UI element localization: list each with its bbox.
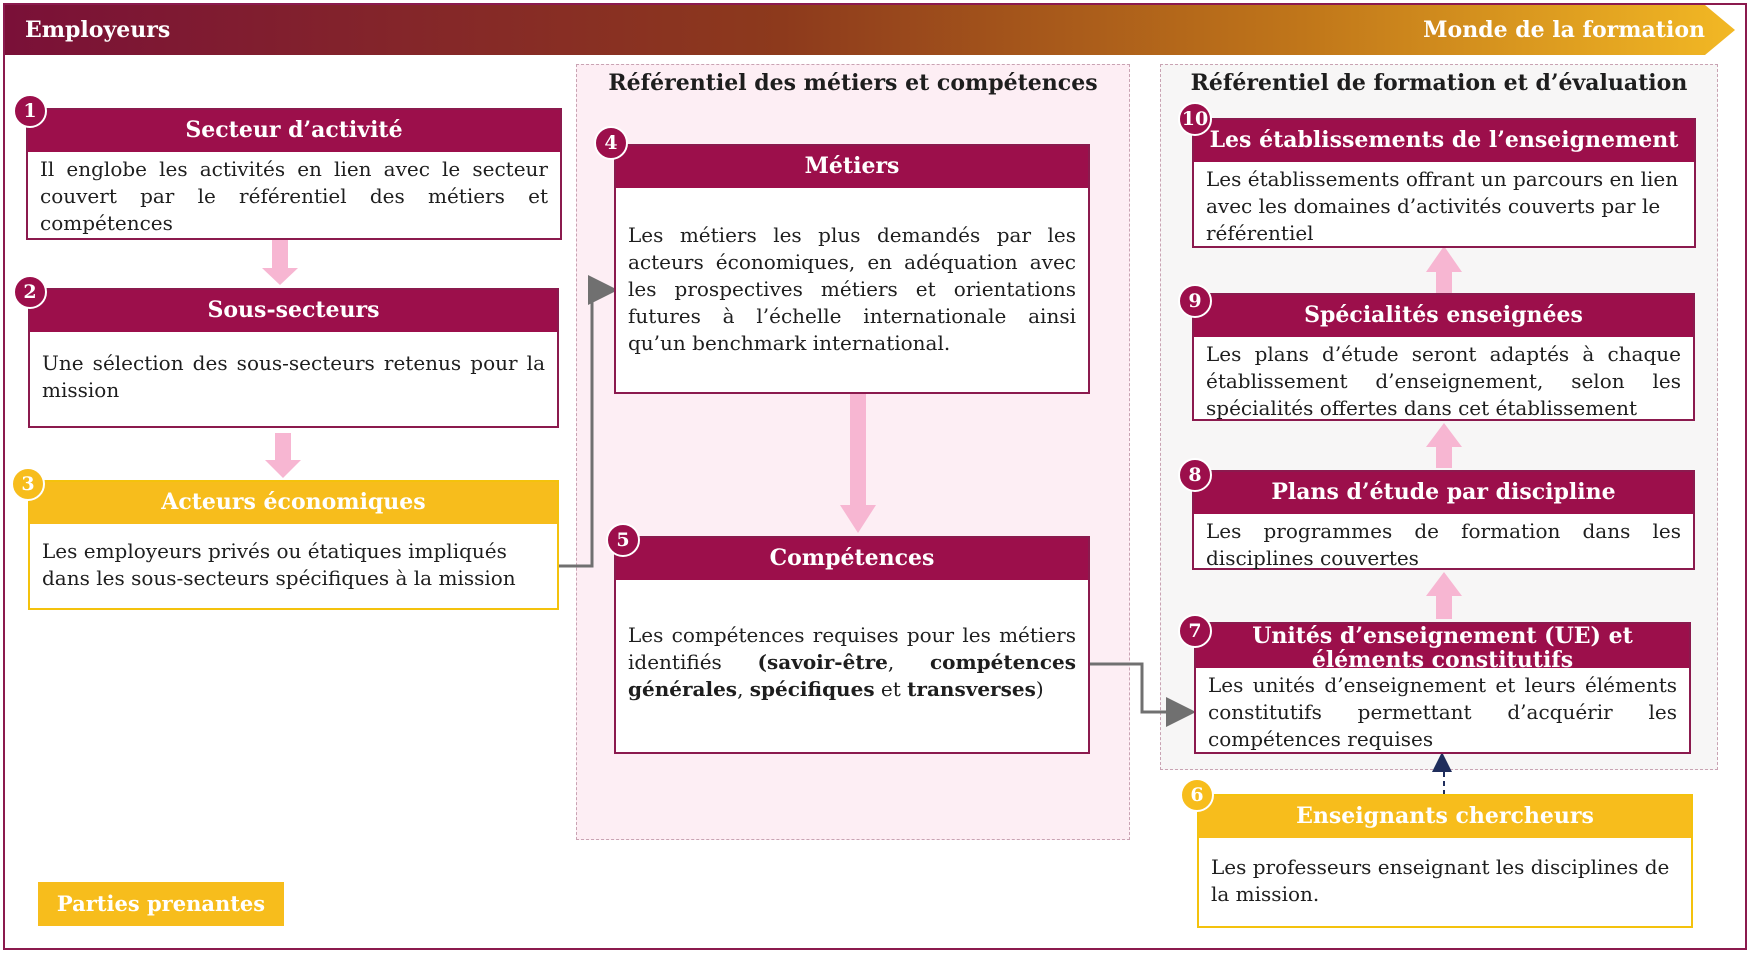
card-plans: Plans d’étude par discipline Les program… bbox=[1192, 470, 1695, 570]
card-enseignants-text: Les professeurs enseignant les disciplin… bbox=[1211, 855, 1670, 906]
card-metiers-title: Métiers bbox=[616, 146, 1088, 188]
connector-3-to-4 bbox=[558, 275, 618, 568]
card-specialites-title: Spécialités enseignées bbox=[1194, 295, 1693, 337]
badge-8: 8 bbox=[1178, 458, 1212, 492]
card-etablissements: Les établissements de l’enseignement Les… bbox=[1192, 118, 1696, 248]
card-enseignants: Enseignants chercheurs Les professeurs e… bbox=[1197, 794, 1693, 928]
badge-5: 5 bbox=[606, 523, 640, 557]
card-unites-text: Les unités d’enseignement et leurs éléme… bbox=[1208, 673, 1677, 751]
zone-metiers-title: Référentiel des métiers et compétences bbox=[608, 70, 1098, 96]
zone-formation-title: Référentiel de formation et d’évaluation bbox=[1190, 70, 1688, 96]
connector-5-to-7 bbox=[1090, 662, 1196, 727]
pink-arrow-7-8 bbox=[1426, 572, 1462, 619]
card-secteur: Secteur d’activité Il englobe les activi… bbox=[26, 108, 562, 240]
card-plans-text: Les programmes de formation dans les dis… bbox=[1206, 519, 1681, 570]
badge-1: 1 bbox=[13, 94, 47, 128]
badge-6: 6 bbox=[1180, 778, 1214, 812]
badge-4: 4 bbox=[594, 126, 628, 160]
header-banner: Employeurs Monde de la formation bbox=[5, 5, 1735, 55]
card-specialites: Spécialités enseignées Les plans d’étude… bbox=[1192, 293, 1695, 421]
badge-7: 7 bbox=[1178, 614, 1212, 648]
card-secteur-text: Il englobe les activités en lien avec le… bbox=[40, 157, 548, 235]
badge-2: 2 bbox=[13, 275, 47, 309]
card-sous-secteurs-title: Sous-secteurs bbox=[30, 290, 557, 332]
card-acteurs-title: Acteurs économiques bbox=[30, 482, 557, 524]
card-etablissements-text: Les établissements offrant un parcours e… bbox=[1206, 167, 1679, 245]
header-right-label: Monde de la formation bbox=[1423, 17, 1705, 43]
card-enseignants-title: Enseignants chercheurs bbox=[1199, 796, 1691, 838]
card-competences: Compétences Les compétences requises pou… bbox=[614, 536, 1090, 754]
header-left-label: Employeurs bbox=[25, 17, 171, 43]
card-plans-title: Plans d’étude par discipline bbox=[1194, 472, 1693, 514]
pink-arrow-2-3 bbox=[265, 433, 301, 478]
card-acteurs-text: Les employeurs privés ou étatiques impli… bbox=[42, 539, 516, 590]
card-unites: Unités d’enseignement (UE) et éléments c… bbox=[1194, 622, 1691, 754]
pink-arrow-4-5 bbox=[840, 393, 876, 533]
card-competences-title: Compétences bbox=[616, 538, 1088, 580]
pink-arrow-1-2 bbox=[262, 240, 298, 285]
pink-arrow-9-10 bbox=[1426, 246, 1462, 293]
badge-10: 10 bbox=[1178, 102, 1212, 136]
card-metiers: Métiers Les métiers les plus demandés pa… bbox=[614, 144, 1090, 394]
badge-9: 9 bbox=[1178, 284, 1212, 318]
pink-arrow-8-9 bbox=[1426, 423, 1462, 468]
card-secteur-title: Secteur d’activité bbox=[28, 110, 560, 152]
card-sous-secteurs: Sous-secteurs Une sélection des sous-sec… bbox=[28, 288, 559, 428]
card-acteurs: Acteurs économiques Les employeurs privé… bbox=[28, 480, 559, 610]
legend-parties-prenantes: Parties prenantes bbox=[38, 882, 284, 926]
header-banner-shape bbox=[5, 5, 1735, 55]
badge-3: 3 bbox=[11, 467, 45, 501]
card-etablissements-title: Les établissements de l’enseignement bbox=[1194, 120, 1694, 162]
card-metiers-text: Les métiers les plus demandés par les ac… bbox=[628, 223, 1076, 355]
card-specialites-text: Les plans d’étude seront adaptés à chaqu… bbox=[1206, 342, 1681, 420]
card-unites-title: Unités d’enseignement (UE) et éléments c… bbox=[1196, 624, 1689, 672]
card-sous-secteurs-text: Une sélection des sous-secteurs retenus … bbox=[42, 351, 545, 402]
card-competences-text: Les compétences requises pour les métier… bbox=[628, 623, 1076, 701]
diagram-frame bbox=[3, 3, 1747, 950]
